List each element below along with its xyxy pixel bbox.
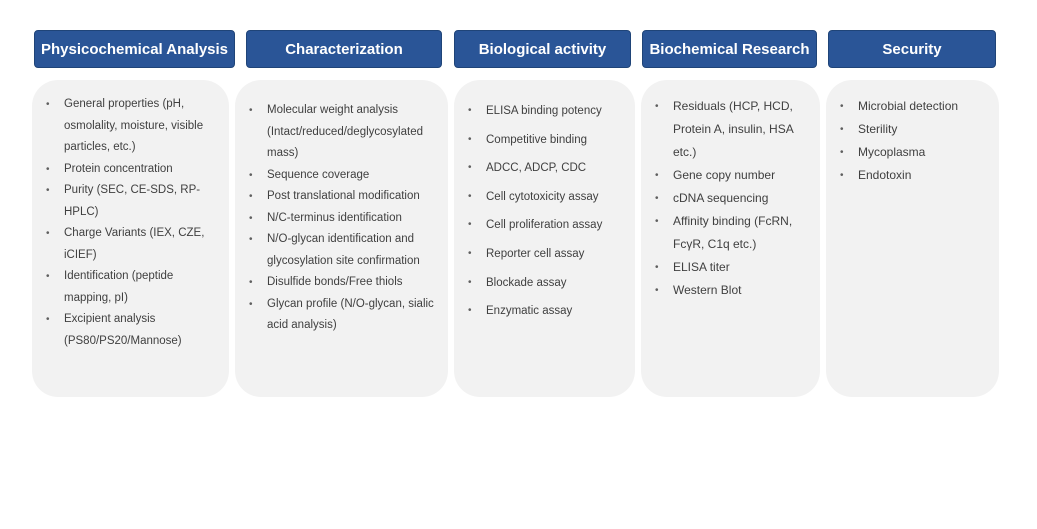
list-item: Enzymatic assay — [454, 297, 627, 326]
list-item: Cell proliferation assay — [454, 211, 627, 240]
list-item: N/C-terminus identification — [235, 208, 436, 230]
list-characterization: Molecular weight analysis (Intact/reduce… — [235, 100, 436, 337]
list-item: Reporter cell assay — [454, 240, 627, 269]
column-physicochemical: Physicochemical Analysis General propert… — [32, 30, 235, 397]
header-biochemical-research: Biochemical Research — [642, 30, 817, 68]
column-biological-activity: Biological activity ELISA binding potenc… — [454, 30, 635, 397]
list-item: Purity (SEC, CE-SDS, RP-HPLC) — [32, 180, 211, 223]
header-physicochemical-analysis: Physicochemical Analysis — [34, 30, 235, 68]
list-item: Protein concentration — [32, 159, 211, 181]
column-characterization: Characterization Molecular weight analys… — [235, 30, 448, 397]
list-item: cDNA sequencing — [641, 187, 808, 210]
list-item: Charge Variants (IEX, CZE, iCIEF) — [32, 223, 211, 266]
column-biochemical-research: Biochemical Research Residuals (HCP, HCD… — [641, 30, 820, 397]
header-biological-activity: Biological activity — [454, 30, 631, 68]
list-item: Gene copy number — [641, 164, 808, 187]
list-item: Competitive binding — [454, 126, 627, 155]
list-security: Microbial detection Sterility Mycoplasma… — [826, 95, 989, 187]
list-item: Sterility — [826, 118, 989, 141]
list-item: Excipient analysis (PS80/PS20/Mannose) — [32, 309, 211, 352]
list-item: Western Blot — [641, 279, 808, 302]
list-item: ADCC, ADCP, CDC — [454, 154, 627, 183]
list-item: Residuals (HCP, HCD, Protein A, insulin,… — [641, 95, 808, 164]
card-physicochemical: General properties (pH, osmolality, mois… — [32, 80, 229, 397]
list-item: Affinity binding (FcRN, FcγR, C1q etc.) — [641, 210, 808, 256]
card-security: Microbial detection Sterility Mycoplasma… — [826, 80, 999, 397]
list-item: ELISA titer — [641, 256, 808, 279]
list-item: N/O-glycan identification and glycosylat… — [235, 229, 436, 272]
list-item: Molecular weight analysis (Intact/reduce… — [235, 100, 436, 165]
list-item: Cell cytotoxicity assay — [454, 183, 627, 212]
list-item: ELISA binding potency — [454, 97, 627, 126]
list-item: Mycoplasma — [826, 141, 989, 164]
list-item: Endotoxin — [826, 164, 989, 187]
list-item: Glycan profile (N/O-glycan, sialic acid … — [235, 294, 436, 337]
list-item: Microbial detection — [826, 95, 989, 118]
card-biological-activity: ELISA binding potency Competitive bindin… — [454, 80, 635, 397]
list-item: Identification (peptide mapping, pI) — [32, 266, 211, 309]
list-biological-activity: ELISA binding potency Competitive bindin… — [454, 97, 627, 326]
column-security: Security Microbial detection Sterility M… — [826, 30, 999, 397]
list-biochemical-research: Residuals (HCP, HCD, Protein A, insulin,… — [641, 95, 808, 302]
list-item: Blockade assay — [454, 269, 627, 298]
list-item: General properties (pH, osmolality, mois… — [32, 94, 211, 159]
header-security: Security — [828, 30, 996, 68]
header-characterization: Characterization — [246, 30, 442, 68]
list-item: Post translational modification — [235, 186, 436, 208]
list-item: Disulfide bonds/Free thiols — [235, 272, 436, 294]
card-biochemical-research: Residuals (HCP, HCD, Protein A, insulin,… — [641, 80, 820, 397]
list-item: Sequence coverage — [235, 165, 436, 187]
card-characterization: Molecular weight analysis (Intact/reduce… — [235, 80, 448, 397]
list-physicochemical: General properties (pH, osmolality, mois… — [32, 94, 211, 352]
